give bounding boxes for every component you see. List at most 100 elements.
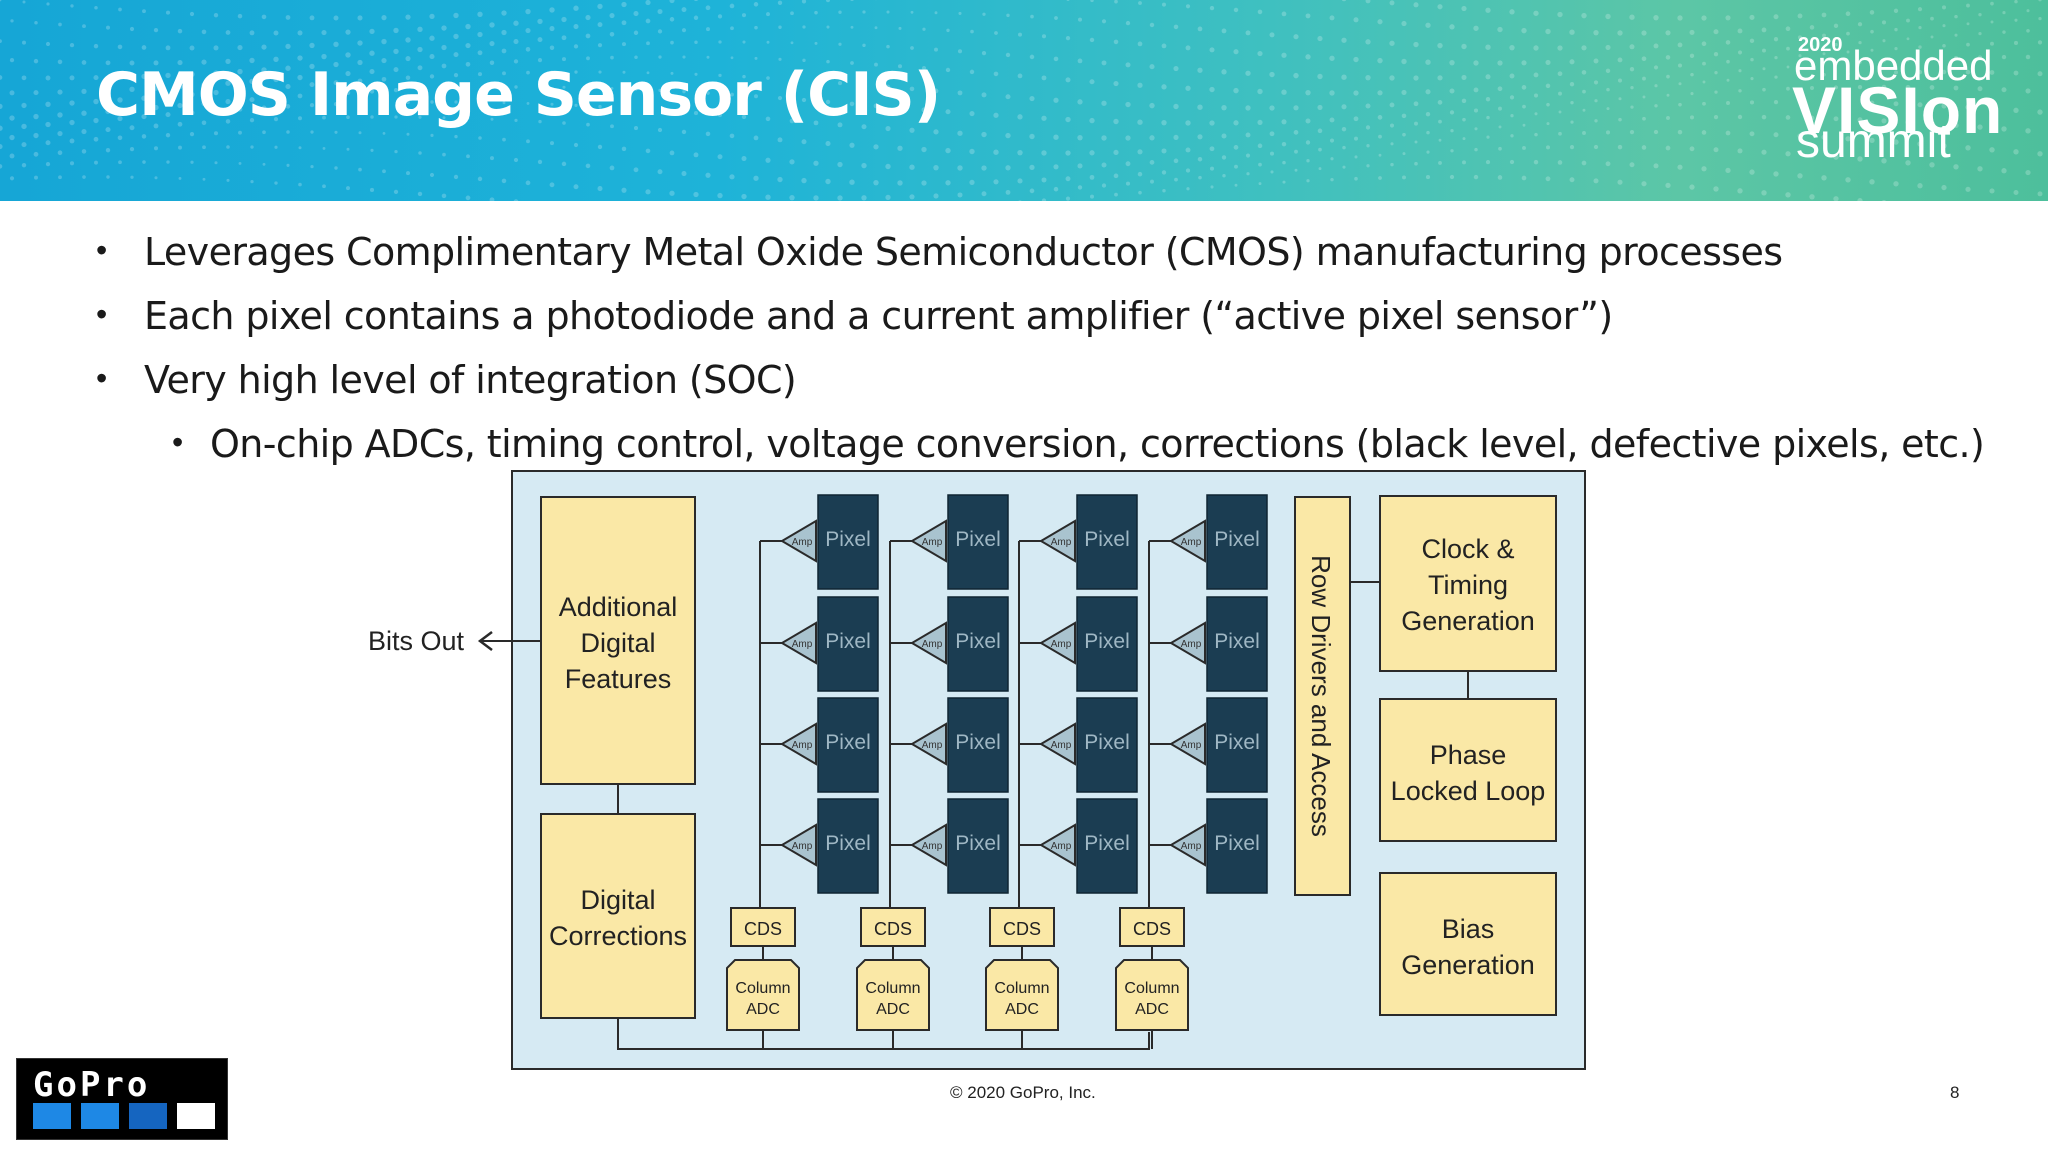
banner-dot [1689,115,1695,120]
banner-dot [1389,123,1395,128]
banner-dot [1101,183,1107,188]
banner-dot [1653,65,1659,70]
banner-dot [969,179,975,186]
banner-dot [874,62,878,67]
banner-dot [1785,192,1791,198]
banner-dot [765,116,771,122]
banner-dot [1365,125,1371,130]
banner-dot [1209,86,1215,93]
banner-dot [1257,88,1263,95]
banner-dot [1161,119,1167,126]
banner-dot [1005,189,1011,195]
clock-timing-block [1379,495,1557,672]
banner-dot [297,30,303,36]
banner-dot [1005,52,1011,58]
banner-dot [22,40,26,45]
banner-dot [1065,35,1071,41]
banner-dot [1498,125,1502,129]
banner-dot [1221,104,1227,111]
banner-dot [957,192,963,198]
banner-dot [1185,45,1191,51]
banner-dot [645,189,651,195]
banner-dot [514,85,518,89]
banner-dot [1989,70,1995,75]
banner-dot [669,190,675,196]
gopro-logo-square [177,1103,215,1129]
banner-dot [1462,160,1466,165]
banner-dot [681,171,687,177]
banner-dot [1317,128,1323,134]
banner-dot [981,92,987,98]
banner-dot [1593,178,1599,184]
banner-dot [1605,68,1611,74]
banner-dot [597,22,603,28]
banner-dot [213,70,219,76]
banner-dot [1581,12,1587,19]
pixel-label: Pixel [955,630,1001,653]
banner-dot [717,14,723,19]
banner-dot [1809,152,1815,158]
banner-dot [442,152,446,157]
banner-dot [1245,70,1251,76]
banner-dot [2014,0,2018,4]
banner-dot [706,27,710,32]
banner-dot [657,127,663,133]
banner-dot [1101,100,1107,106]
banner-dot [646,107,650,112]
banner-dot [597,43,603,48]
banner-dot [933,164,939,171]
banner-dot [945,180,951,186]
banner-dot [705,5,711,11]
banner-dot [525,27,531,34]
banner-dot [645,148,651,154]
banner-dot [897,145,903,151]
banner-dot [1521,60,1527,66]
banner-dot [46,2,50,6]
banner-dot [1509,73,1515,79]
banner-dot [1149,22,1155,28]
banner-dot [453,73,459,78]
banner-dot [1713,114,1719,120]
corrections-line-2: Corrections [549,921,687,951]
banner-dot [1834,42,1838,47]
banner-dot [201,59,207,65]
banner-dot [1522,123,1526,127]
banner-dot [1522,104,1526,109]
banner-dot [1090,0,1094,3]
banner-dot [1617,78,1623,83]
banner-dot [429,35,435,41]
banner-dot [69,100,75,106]
banner-dot [669,17,675,22]
banner-dot [453,33,459,40]
banner-dot [826,59,830,64]
banner-dot [969,69,975,75]
banner-dot [1305,54,1311,60]
amp-label: Amp [922,639,943,650]
banner-dot [1725,15,1731,21]
banner-dot [1605,130,1611,135]
banner-dot [1377,57,1383,64]
banner-dot [1078,17,1082,22]
bullet-dot: • [96,296,108,332]
banner-dot [645,18,651,24]
banner-dot [1581,160,1587,166]
banner-dot [382,169,386,174]
banner-dot [1737,28,1743,34]
banner-dot [1689,184,1695,190]
banner-dot [1378,153,1382,157]
banner-dot [561,161,567,167]
banner-dot [1125,101,1131,108]
banner-dot [1821,175,1827,181]
banner-dot [489,60,495,66]
banner-dot [94,5,98,10]
logo-line-vision: VISIon [1792,73,2004,147]
banner-dot [1965,104,1971,110]
banner-dot [34,20,38,25]
banner-dot [1654,104,1658,108]
pixel-label: Pixel [825,731,871,754]
banner-dot [1426,150,1430,154]
banner-dot [1233,87,1239,94]
banner-dot [1798,74,1802,78]
banner-dot [850,0,854,2]
cds-label: CDS [1133,919,1171,939]
